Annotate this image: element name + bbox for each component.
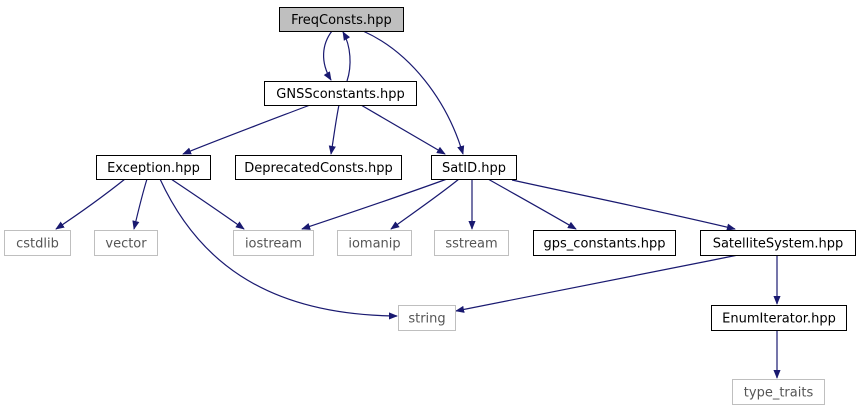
edge-exception-to-iostream xyxy=(170,178,245,230)
node-label: iostream xyxy=(245,237,302,252)
edge-gnssconstants-to-freqconsts xyxy=(342,31,351,82)
edge-satid-to-iomanip xyxy=(390,178,460,230)
node-iomanip: iomanip xyxy=(337,230,412,256)
edge-gnssconstants-to-deprecatedconsts xyxy=(328,104,340,155)
node-vector: vector xyxy=(94,230,158,256)
node-box xyxy=(431,155,517,180)
edge-freqconsts-to-satid xyxy=(362,30,465,155)
node-gnssconstants[interactable]: GNSSconstants.hpp xyxy=(264,81,417,106)
node-box xyxy=(337,230,412,256)
node-box xyxy=(94,230,158,256)
node-box xyxy=(700,230,856,256)
node-label: vector xyxy=(105,237,147,252)
edge-exception-to-string xyxy=(159,178,398,320)
node-box xyxy=(4,230,71,256)
nodes-layer: FreqConsts.hppGNSSconstants.hppException… xyxy=(4,7,856,405)
node-box xyxy=(533,230,676,256)
edge-exception-to-vector xyxy=(132,178,148,230)
node-label: SatID.hpp xyxy=(442,161,506,176)
node-string: string xyxy=(398,305,456,331)
edge-freqconsts-to-gnssconstants xyxy=(323,30,333,81)
node-satid[interactable]: SatID.hpp xyxy=(431,155,517,180)
edge-satid-to-iostream xyxy=(301,178,448,230)
edge-exception-to-cstdlib xyxy=(55,178,126,230)
node-iostream: iostream xyxy=(233,230,314,256)
node-exception[interactable]: Exception.hpp xyxy=(96,155,211,180)
node-satellitesystem[interactable]: SatelliteSystem.hpp xyxy=(700,230,856,256)
node-label: sstream xyxy=(445,237,497,252)
node-label: type_traits xyxy=(744,386,814,401)
node-label: cstdlib xyxy=(16,237,59,252)
node-box xyxy=(732,379,825,405)
node-label: iomanip xyxy=(348,237,400,252)
node-label: SatelliteSystem.hpp xyxy=(713,237,844,252)
edge-satid-to-gps_constants xyxy=(487,178,577,230)
node-box xyxy=(96,155,211,180)
node-enumiterator[interactable]: EnumIterator.hpp xyxy=(711,305,847,331)
node-box xyxy=(264,81,417,106)
node-freqconsts: FreqConsts.hpp xyxy=(279,7,404,32)
node-label: DeprecatedConsts.hpp xyxy=(244,161,393,176)
node-label: gps_constants.hpp xyxy=(544,237,666,252)
node-deprecatedconsts[interactable]: DeprecatedConsts.hpp xyxy=(235,155,402,180)
edges-layer xyxy=(55,30,781,379)
edge-satellitesystem-to-string xyxy=(455,254,739,313)
node-type_traits: type_traits xyxy=(732,379,825,405)
node-box xyxy=(233,230,314,256)
node-label: string xyxy=(408,312,445,327)
node-label: Exception.hpp xyxy=(107,161,200,176)
node-box xyxy=(434,230,509,256)
node-box xyxy=(711,305,847,331)
node-sstream: sstream xyxy=(434,230,509,256)
edge-gnssconstants-to-satid xyxy=(360,104,446,155)
node-box xyxy=(279,7,404,32)
node-label: EnumIterator.hpp xyxy=(722,312,836,327)
edge-satid-to-satellitesystem xyxy=(511,179,736,231)
node-label: GNSSconstants.hpp xyxy=(276,87,404,102)
node-box xyxy=(398,305,456,331)
node-cstdlib: cstdlib xyxy=(4,230,71,256)
node-label: FreqConsts.hpp xyxy=(291,13,392,28)
edge-gnssconstants-to-exception xyxy=(182,104,311,155)
node-gps_constants[interactable]: gps_constants.hpp xyxy=(533,230,676,256)
node-box xyxy=(235,155,402,180)
